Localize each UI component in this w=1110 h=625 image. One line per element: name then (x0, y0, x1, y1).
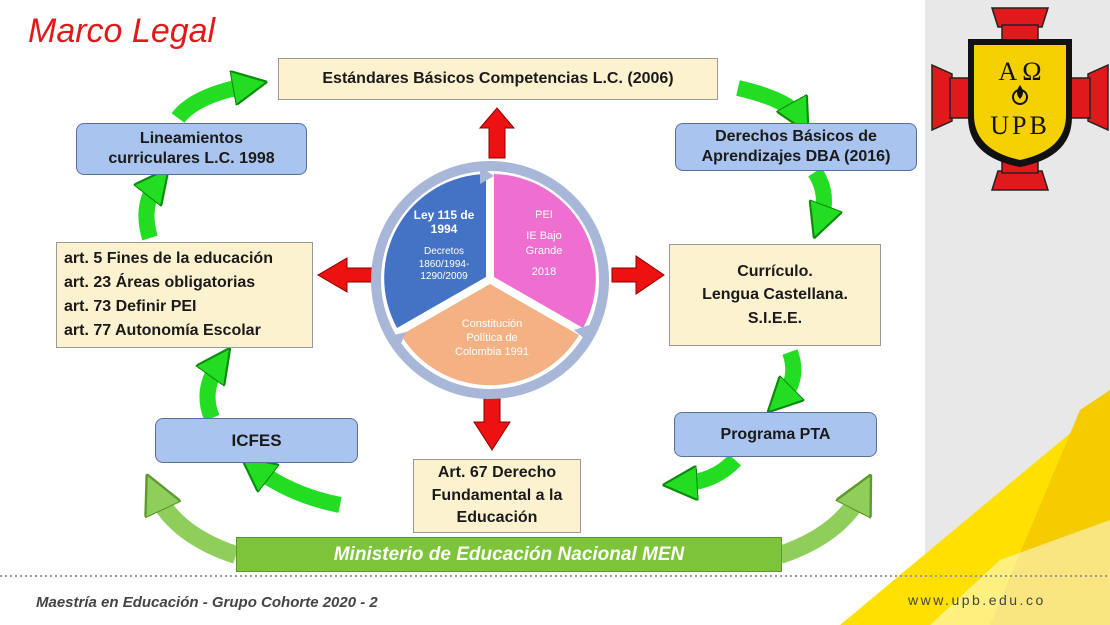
green-arrow-icfes-articulos (208, 362, 221, 422)
ley-115-label: Ley 115 de 1994 (413, 208, 475, 237)
red-arrow-left (317, 257, 373, 293)
upb-logo: Α Ω UPB (930, 5, 1110, 193)
box-articulos: art. 5 Fines de la educación art. 23 Áre… (56, 242, 313, 348)
men-arrow-right (777, 492, 862, 564)
logo-upb: UPB (990, 111, 1050, 140)
green-arrow-curriculo-pta (780, 349, 793, 400)
page-title: Marco Legal (28, 12, 216, 50)
box-estandares: Estándares Básicos Competencias L.C. (20… (278, 58, 718, 100)
segment-pei (494, 174, 596, 328)
green-arrow-lineamientos-estandares (171, 85, 250, 124)
men-arrow-left (155, 492, 239, 564)
decretos-label: Decretos 1860/1994- 1290/2009 (418, 246, 470, 282)
red-arrow-right (611, 255, 665, 295)
pei-label: PEI IE Bajo Grande 2018 (525, 209, 563, 278)
box-lineamientos: Lineamientos curriculares L.C. 1998 (76, 123, 307, 175)
center-cycle-diagram (371, 161, 609, 399)
box-curriculo: Currículo. Lengua Castellana. S.I.E.E. (669, 244, 881, 346)
footer-program: Maestría en Educación - Grupo Cohorte 20… (36, 594, 378, 611)
upb-cross-icon (931, 7, 1109, 191)
constitucion-label: Constitución Política de Colombia 1991 (455, 318, 529, 358)
footer-website: www.upb.edu.co (908, 592, 1046, 608)
box-dba: Derechos Básicos de Aprendizajes DBA (20… (675, 123, 917, 171)
logo-alpha-omega: Α Ω (998, 57, 1042, 86)
segment-constitucion (401, 284, 579, 386)
banner-men: Ministerio de Educación Nacional MEN (236, 537, 782, 572)
box-pta: Programa PTA (674, 412, 877, 457)
green-arrow-dba-curriculo (808, 167, 824, 222)
box-art67: Art. 67 Derecho Fundamental a la Educaci… (413, 459, 581, 533)
red-arrow-down (473, 397, 511, 451)
green-arrow-art67-icfes (255, 468, 342, 513)
green-arrow-articulos-lineamientos (146, 182, 158, 241)
green-arrow-estandares-dba (736, 80, 800, 118)
white-triangle (930, 520, 1110, 625)
box-icfes: ICFES (155, 418, 358, 463)
red-arrow-up (478, 107, 516, 159)
segment-ley-115 (384, 174, 486, 328)
green-arrow-pta-art67 (680, 454, 741, 484)
